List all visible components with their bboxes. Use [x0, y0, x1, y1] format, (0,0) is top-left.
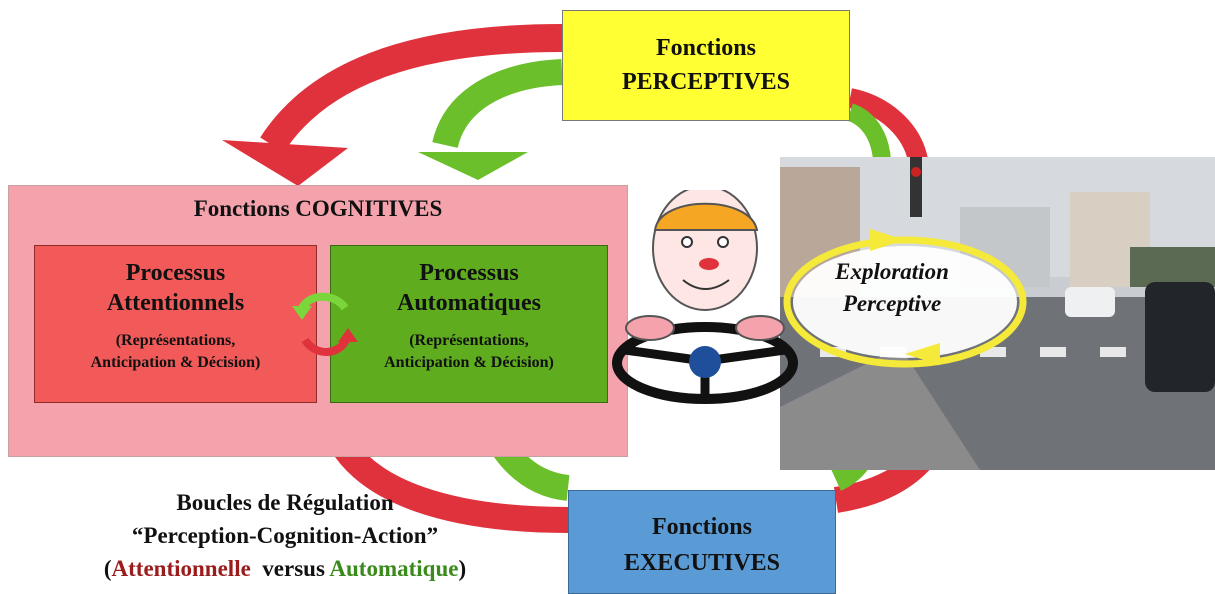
- right-hand-icon: [735, 315, 785, 341]
- executive-line1: Fonctions: [651, 514, 752, 540]
- red-arrowhead-cognitive: [222, 140, 348, 186]
- cognitive-title: Fonctions COGNITIVES: [193, 196, 443, 221]
- red-arrow-photo-to-perceptive: [847, 88, 928, 163]
- perceptive-line2: PERCEPTIVES: [621, 69, 791, 95]
- attentional-word: Attentionnelle: [111, 556, 251, 581]
- automatic-title: Processus Automatiques: [396, 260, 541, 316]
- regulation-loops-caption: Boucles de Régulation “Perception-Cognit…: [70, 486, 500, 585]
- caption-line1: Boucles de Régulation: [176, 490, 394, 515]
- process-switch-icon: [292, 292, 358, 356]
- steering-wheel-icon: [612, 322, 798, 404]
- driver-cartoon: [612, 190, 798, 404]
- exploration-label: Exploration Perceptive: [835, 259, 949, 316]
- caption-line3: (Attentionnelle versus Automatique): [103, 556, 467, 581]
- perceptive-functions-box: Fonctions PERCEPTIVES: [562, 10, 850, 121]
- attentional-subtitle: (Représentations, Anticipation & Décisio…: [90, 332, 261, 371]
- attentional-process-box: Processus Attentionnels (Représentations…: [34, 245, 317, 403]
- attentional-title: Processus Attentionnels: [106, 260, 245, 316]
- cap-icon: [653, 202, 759, 231]
- automatic-subtitle: (Représentations, Anticipation & Décisio…: [384, 332, 554, 371]
- executive-line2: EXECUTIVES: [623, 550, 781, 576]
- green-arrow-photo-to-perceptive: [846, 103, 891, 162]
- left-hand-icon: [625, 315, 675, 341]
- green-arrowhead-cognitive: [418, 152, 528, 180]
- caption-line2: “Perception-Cognition-Action”: [131, 523, 439, 548]
- executive-functions-box: Fonctions EXECUTIVES: [568, 490, 836, 594]
- automatic-word: Automatique: [329, 556, 459, 581]
- automatic-process-box: Processus Automatiques (Représentations,…: [330, 245, 608, 403]
- red-arrow-perceptive-to-cognitive: [260, 24, 563, 153]
- perceptive-line1: Fonctions: [655, 35, 756, 61]
- green-arrow-perceptive-to-cognitive: [432, 59, 563, 149]
- road-scene-photo: [780, 157, 1215, 470]
